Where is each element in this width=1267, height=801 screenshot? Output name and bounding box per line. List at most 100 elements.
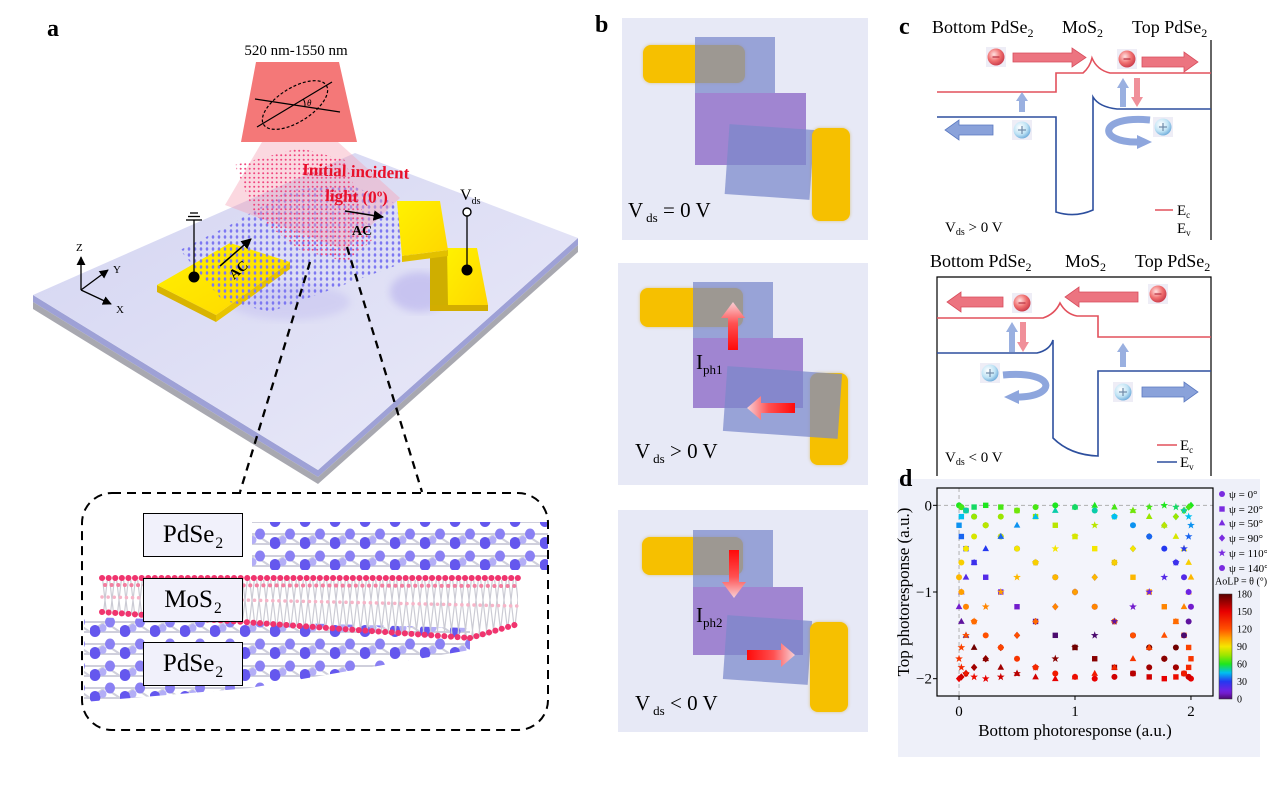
legend-label: ψ = 0° xyxy=(1229,489,1258,501)
legend-sub: c xyxy=(1186,210,1190,220)
data-point xyxy=(970,672,978,681)
bias-main: V xyxy=(945,450,956,466)
axis-ticks xyxy=(933,504,1192,700)
header-sub: 2 xyxy=(1026,260,1032,274)
bias-rest: = 0 V xyxy=(657,198,711,222)
data-point xyxy=(958,673,965,681)
data-point xyxy=(962,669,970,677)
data-point xyxy=(1111,503,1118,510)
photocurrent-arrows xyxy=(722,550,795,667)
legend-label: ψ = 50° xyxy=(1229,518,1263,530)
data-point xyxy=(1145,587,1154,596)
data-point xyxy=(982,545,990,552)
data-point xyxy=(1129,632,1136,639)
electron-drift-arrow xyxy=(946,291,1004,313)
data-point xyxy=(1052,670,1059,677)
header-main: Top PdSe xyxy=(1135,251,1204,271)
data-point xyxy=(955,603,963,610)
data-point xyxy=(1091,573,1098,581)
reference-lines xyxy=(937,488,1213,696)
data-point xyxy=(983,574,989,580)
data-point xyxy=(958,617,965,624)
ac-direction-arrow-right xyxy=(344,210,385,221)
drain-electrode-lower-top xyxy=(447,248,488,305)
data-point xyxy=(1180,544,1188,552)
legend-main: E xyxy=(1180,455,1189,471)
data-point xyxy=(1071,588,1079,596)
x-tick-label: 2 xyxy=(1187,704,1195,720)
x-tick-label: 0 xyxy=(955,704,963,720)
wavelength-range-label: 520 nm-1550 nm xyxy=(244,43,348,59)
current-sub: ph1 xyxy=(703,361,723,377)
legend-sub: c xyxy=(1189,445,1193,455)
current-main: I xyxy=(696,603,703,627)
bias-sub: ds xyxy=(646,209,658,225)
bias-contact-dot xyxy=(461,264,473,276)
data-point xyxy=(1180,603,1188,610)
data-point xyxy=(1146,674,1152,680)
header-bottom-pdse2: Bottom PdSe2 xyxy=(932,17,1034,40)
data-point xyxy=(1184,532,1193,540)
data-point xyxy=(1146,533,1153,540)
data-point xyxy=(1187,573,1195,580)
data-point xyxy=(971,513,978,520)
layer-label-sub: 2 xyxy=(215,534,224,552)
bias-main: V xyxy=(628,198,644,222)
bias-rest: < 0 V xyxy=(965,450,1003,466)
data-point xyxy=(1051,675,1059,682)
bias-terminal-label: Vds xyxy=(460,187,481,207)
data-point xyxy=(1071,643,1079,651)
series-psi-140 xyxy=(956,502,1194,682)
data-point xyxy=(1180,506,1188,514)
bias-terminal: Vds xyxy=(460,187,481,276)
legend-marker-psi-0 xyxy=(1219,491,1225,497)
data-point xyxy=(1090,631,1099,639)
data-point xyxy=(1160,631,1168,638)
data-point xyxy=(1051,506,1059,513)
panel-label-a: a xyxy=(47,16,59,42)
data-point xyxy=(1145,513,1153,519)
current-arrow-up xyxy=(721,302,745,350)
current-arrow-right xyxy=(747,643,795,667)
electron-icon xyxy=(986,47,1006,67)
data-point xyxy=(970,643,978,650)
angle-arc xyxy=(302,99,306,107)
layer-label-main: PdSe xyxy=(162,521,215,548)
data-point xyxy=(1181,632,1188,639)
electron-drift-arrow xyxy=(1064,286,1139,308)
header-top-pdse2: Top PdSe2 xyxy=(1135,251,1210,274)
bias-sub: ds xyxy=(653,450,665,466)
right-electrode xyxy=(810,622,848,712)
data-point xyxy=(1161,655,1168,662)
series-psi-50 xyxy=(955,501,1195,682)
panel-label-b: b xyxy=(595,12,609,38)
conduction-band-line xyxy=(937,55,1211,93)
mos2-edge-row xyxy=(467,621,521,641)
data-point xyxy=(1051,654,1060,663)
hole-turnback-arrow xyxy=(1105,115,1151,146)
data-point xyxy=(1145,503,1154,511)
conduction-band-line xyxy=(937,301,1211,338)
data-point xyxy=(970,558,978,565)
data-point xyxy=(1091,675,1098,682)
data-point xyxy=(956,574,963,581)
header-top-pdse2: Top PdSe2 xyxy=(1132,17,1207,40)
x-axis-arrow xyxy=(80,289,112,305)
data-point xyxy=(1051,544,1060,552)
data-point xyxy=(1052,502,1059,509)
legend-label: ψ = 90° xyxy=(1229,533,1263,545)
data-point xyxy=(1111,673,1118,680)
colorbar-tick-label: 180 xyxy=(1237,590,1252,601)
data-point xyxy=(1013,573,1021,581)
data-point xyxy=(1032,664,1039,671)
substrate-base-left xyxy=(33,302,318,484)
data-point xyxy=(962,545,969,552)
ground-contact-dot xyxy=(188,271,200,283)
drain-electrode-riser xyxy=(430,252,448,307)
data-point xyxy=(1052,522,1058,528)
data-point xyxy=(1161,545,1168,552)
panel-label-d: d xyxy=(899,466,913,492)
